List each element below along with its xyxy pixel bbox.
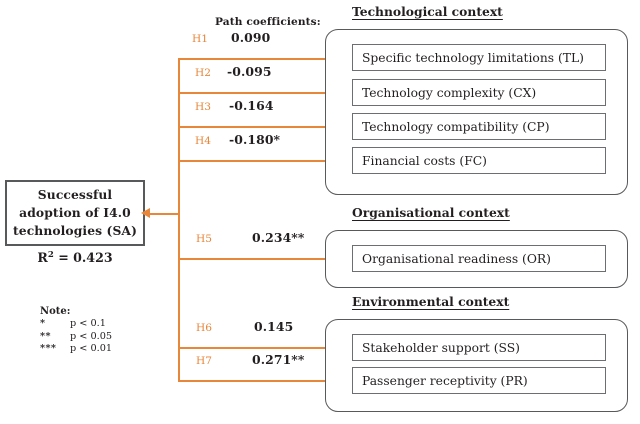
hypothesis-label-h6: H6 [196, 322, 212, 334]
note-stars: *** [40, 343, 57, 354]
hypothesis-label-h2: H2 [195, 67, 211, 79]
factor-box-or: Organisational readiness (OR) [352, 245, 606, 272]
note-row: * p < 0.1 [40, 318, 112, 331]
connector-line-h4 [178, 160, 354, 162]
coefficient-h1: 0.090 [231, 30, 271, 45]
connector-line-h5 [178, 258, 354, 260]
coefficient-h2: -0.095 [227, 64, 272, 79]
factor-label-cp: Technology compatibility (CP) [362, 119, 550, 134]
hypothesis-label-h7: H7 [196, 355, 212, 367]
connector-line-h7 [178, 380, 354, 382]
note-title: Note: [40, 306, 71, 317]
connector-line-h3 [178, 126, 354, 128]
coefficient-h3: -0.164 [229, 98, 274, 113]
factor-label-ss: Stakeholder support (SS) [362, 340, 520, 355]
connector-arrow-stem [148, 213, 180, 215]
factor-box-cx: Technology complexity (CX) [352, 79, 606, 106]
connector-line-h2 [178, 92, 354, 94]
factor-label-pr: Passenger receptivity (PR) [362, 373, 528, 388]
outcome-line-2: adoption of I4.0 [19, 205, 131, 221]
factor-label-fc: Financial costs (FC) [362, 153, 487, 168]
factor-label-cx: Technology complexity (CX) [362, 85, 537, 100]
r-squared-number: = 0.423 [53, 250, 113, 266]
coefficient-h4: -0.180* [229, 132, 281, 147]
coefficient-h6: 0.145 [254, 319, 294, 334]
hypothesis-label-h3: H3 [195, 101, 211, 113]
factor-box-cp: Technology compatibility (CP) [352, 113, 606, 140]
note-table: * p < 0.1 ** p < 0.05 *** p < 0.01 [40, 318, 112, 356]
hypothesis-label-h5: H5 [196, 233, 212, 245]
connector-line-h1 [178, 58, 354, 60]
outcome-line-3: technologies (SA) [12, 222, 137, 238]
factor-box-tl: Specific technology limitations (TL) [352, 44, 606, 71]
significance-note: Note: * p < 0.1 ** p < 0.05 *** p < 0.01 [40, 306, 190, 356]
note-pvalue: p < 0.1 [70, 318, 106, 329]
factor-box-fc: Financial costs (FC) [352, 147, 606, 174]
r-squared-value: R2 = 0.423 [5, 250, 145, 265]
note-stars: ** [40, 330, 51, 342]
outcome-line-1: Successful [37, 187, 113, 203]
factor-box-pr: Passenger receptivity (PR) [352, 367, 606, 394]
coefficient-h7: 0.271** [252, 352, 305, 367]
note-stars: * [40, 318, 46, 329]
r-squared-exponent: 2 [47, 250, 54, 260]
group-title-technological: Technological context [352, 4, 503, 19]
outcome-construct-box: Successful adoption of I4.0 technologies… [5, 180, 145, 246]
note-row: *** p < 0.01 [40, 343, 112, 356]
connector-trunk-upper [178, 58, 180, 215]
coefficient-h5: 0.234** [252, 230, 305, 245]
connector-arrowhead-icon [141, 208, 150, 218]
note-row: ** p < 0.05 [40, 331, 112, 344]
connector-line-h6 [178, 347, 354, 349]
factor-label-or: Organisational readiness (OR) [362, 251, 551, 266]
r-squared-symbol: R [37, 250, 48, 266]
hypothesis-label-h4: H4 [195, 135, 211, 147]
group-title-environmental: Environmental context [352, 294, 510, 309]
group-title-organisational: Organisational context [352, 205, 510, 220]
note-pvalue: p < 0.05 [70, 330, 113, 342]
group-box-environmental [325, 319, 628, 412]
factor-label-tl: Specific technology limitations (TL) [362, 50, 584, 65]
hypothesis-label-h1: H1 [192, 33, 208, 45]
note-pvalue: p < 0.01 [70, 343, 113, 354]
connector-trunk-lower [178, 213, 180, 382]
path-coefficients-title: Path coefficients: [215, 16, 321, 28]
outcome-construct-label: Successful adoption of I4.0 technologies… [13, 186, 137, 239]
factor-box-ss: Stakeholder support (SS) [352, 334, 606, 361]
